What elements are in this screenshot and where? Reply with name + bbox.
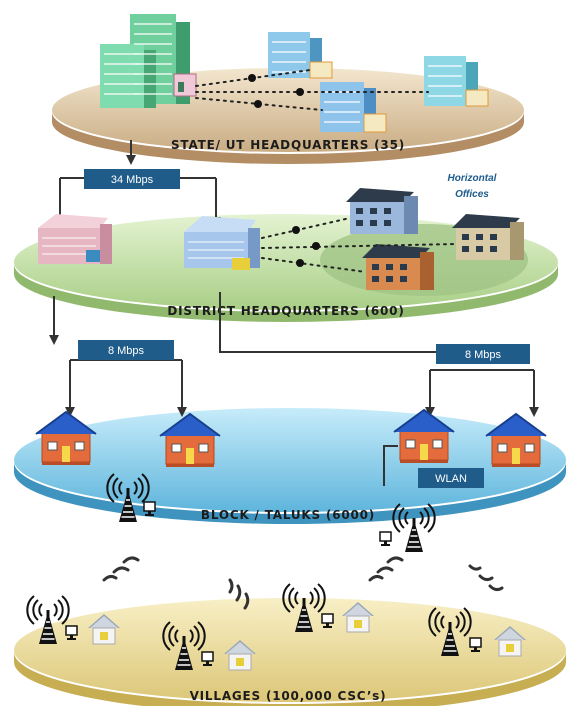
district-horizontal-office-1	[346, 188, 418, 234]
level-label-block: BLOCK / TALUKS (6000)	[201, 508, 375, 522]
village-platform	[14, 598, 566, 706]
level-label-villages: VILLAGES (100,000 CSC’s)	[190, 689, 387, 703]
state-to-district-link: 34 Mbps	[55, 140, 221, 227]
wlan-box	[418, 468, 484, 488]
link-box-8mbps-left	[78, 340, 174, 360]
district-horizontal-office-3	[362, 244, 434, 290]
state-links	[195, 69, 429, 111]
horizontal-offices-label-line1: Horizontal	[448, 173, 497, 184]
district-to-block-link-right: 8 Mbps	[219, 292, 539, 417]
horizontal-offices-label-line2: Offices	[455, 189, 489, 200]
block-office-1	[35, 411, 97, 466]
link-box-34mbps	[84, 169, 180, 189]
district-horizontal-links	[261, 217, 457, 273]
district-horizontal-office-2	[452, 214, 524, 260]
link-label-8mbps-right: 8 Mbps	[465, 349, 502, 361]
district-hq-building-left	[38, 214, 112, 264]
block-office-4	[485, 413, 547, 468]
link-label-34mbps: 34 Mbps	[111, 174, 154, 186]
state-hq-building-main	[100, 14, 197, 108]
level-label-state: STATE/ UT HEADQUARTERS (35)	[171, 138, 405, 152]
state-building-2	[424, 56, 489, 107]
district-to-block-link-left: 8 Mbps	[49, 296, 187, 417]
link-box-8mbps-right	[436, 344, 530, 364]
level-label-district: DISTRICT HEADQUARTERS (600)	[167, 304, 404, 318]
wlan-link: WLAN	[383, 445, 484, 488]
district-hq-building-right	[184, 216, 260, 270]
wlan-label: WLAN	[435, 473, 467, 485]
state-building-1	[268, 32, 333, 79]
block-platform	[14, 408, 566, 524]
state-building-3	[320, 82, 387, 133]
block-pc-right-icon	[379, 531, 392, 547]
link-label-8mbps-left: 8 Mbps	[108, 345, 145, 357]
wireless-signals	[102, 556, 504, 610]
